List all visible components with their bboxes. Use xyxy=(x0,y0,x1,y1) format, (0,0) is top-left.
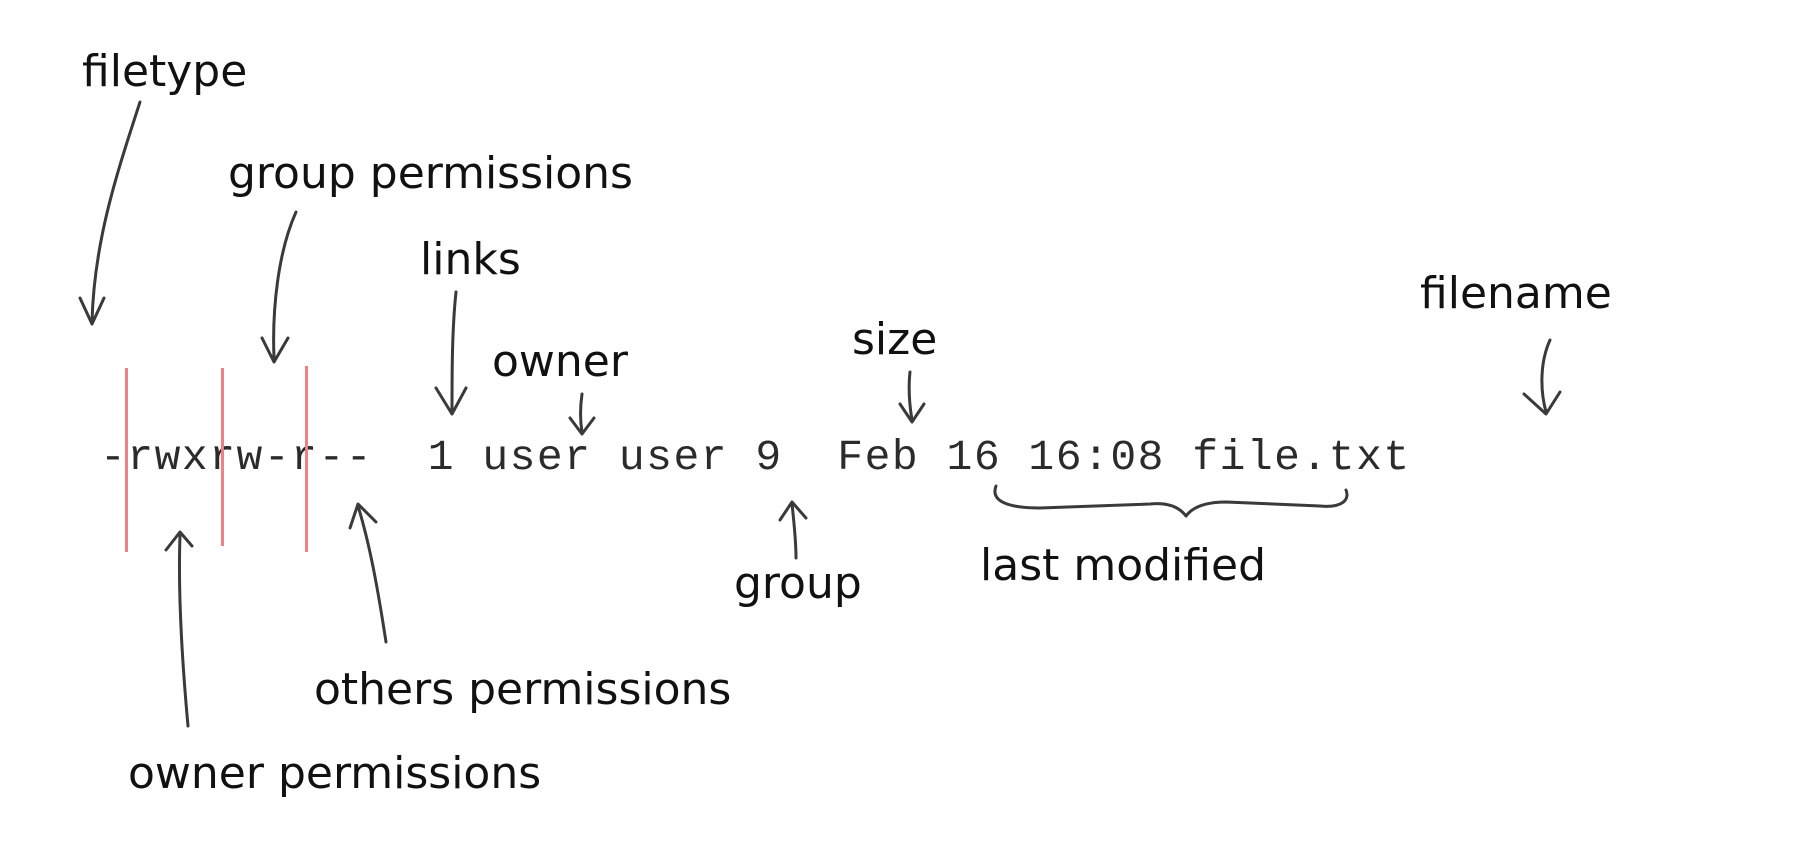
label-filename: filename xyxy=(1420,268,1612,319)
separator-after-owner-perms xyxy=(221,368,224,546)
group-arrow xyxy=(790,502,798,560)
ls-output-line: -rwxrw-r-- 1 user user 9 Feb 16 16:08 fi… xyxy=(100,436,1411,479)
filetype-arrowhead xyxy=(78,296,106,326)
links-arrow xyxy=(450,290,458,414)
filename-arrow xyxy=(1540,338,1552,414)
owner-permissions-arrowhead xyxy=(164,530,194,552)
others-permissions-arrowhead xyxy=(348,502,378,530)
label-filetype: filetype xyxy=(82,46,248,97)
label-group: group xyxy=(734,558,862,609)
filetype-arrow xyxy=(90,100,142,324)
separator-after-filetype xyxy=(125,368,128,552)
filename-arrowhead xyxy=(1522,390,1562,416)
last-modified-brace xyxy=(993,484,1349,518)
separator-after-group-perms xyxy=(305,366,308,552)
group-arrowhead xyxy=(778,500,808,522)
owner-permissions-arrow xyxy=(177,534,190,728)
label-others-permissions: others permissions xyxy=(314,664,732,715)
others-permissions-arrow xyxy=(356,504,388,644)
size-arrowhead xyxy=(898,402,926,424)
ls-links: 1 xyxy=(427,433,455,482)
label-owner-permissions: owner permissions xyxy=(128,748,542,799)
group-permissions-arrowhead xyxy=(260,336,290,364)
ls-filetype: - xyxy=(100,433,128,482)
size-arrow xyxy=(907,370,914,422)
label-links: links xyxy=(420,234,521,285)
ls-others-perms: r-- xyxy=(291,433,374,482)
label-last-modified: last modified xyxy=(980,540,1266,591)
ls-size: 9 xyxy=(755,433,783,482)
owner-arrowhead xyxy=(568,416,596,436)
owner-arrow xyxy=(579,392,584,434)
label-size: size xyxy=(852,314,938,365)
ls-group: user xyxy=(618,433,729,482)
label-owner: owner xyxy=(492,336,628,387)
label-group-permissions: group permissions xyxy=(228,148,633,199)
links-arrowhead xyxy=(434,386,468,416)
group-permissions-arrow xyxy=(272,210,298,360)
ls-owner: user xyxy=(482,433,592,482)
ls-date: Feb 16 16:08 xyxy=(837,433,1165,482)
ls-owner-perms: rwx xyxy=(127,433,210,482)
ls-filename: file.txt xyxy=(1192,433,1411,482)
